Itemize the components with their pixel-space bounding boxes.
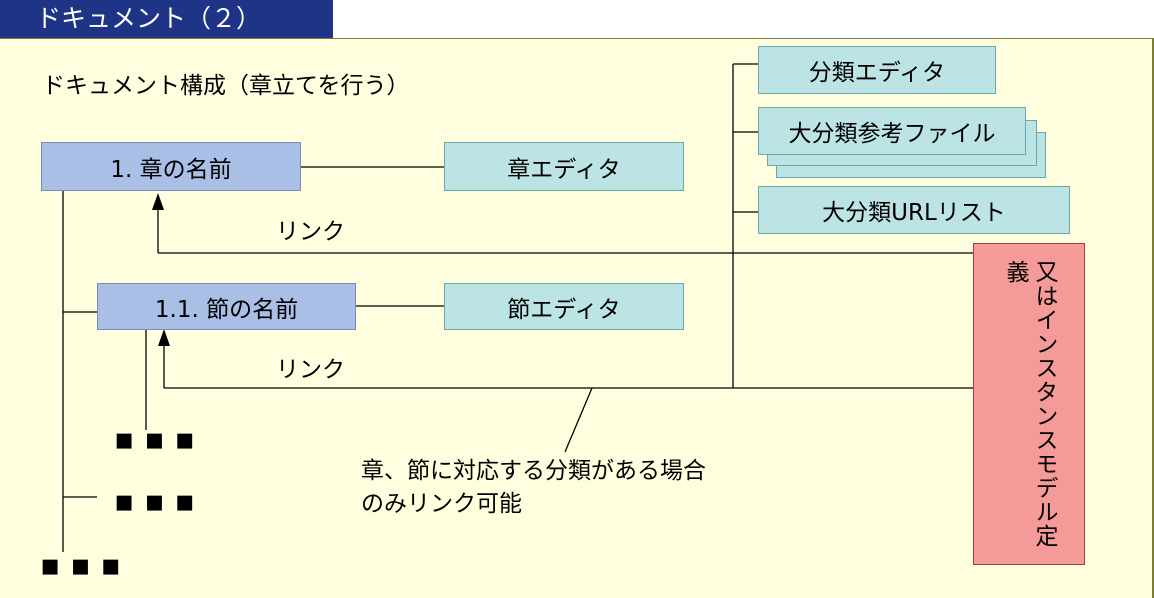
chapter-box: 1. 章の名前 <box>41 142 301 191</box>
instance-model-label: 又はインスタンスモデル定義 <box>1002 260 1057 548</box>
instance-model-box: 又はインスタンスモデル定義 <box>973 243 1085 565</box>
reference-file-label: 大分類参考ファイル <box>788 121 996 147</box>
ellipsis-bottom: ▪▪▪ <box>40 548 131 583</box>
note-line-1: 章、節に対応する分類がある場合 <box>361 458 706 484</box>
link-label-section: リンク <box>276 357 345 383</box>
category-editor-box: 分類エディタ <box>758 46 996 94</box>
chapter-editor-box: 章エディタ <box>444 142 684 191</box>
section-box: 1.1. 節の名前 <box>97 283 356 330</box>
chapter-box-label: 1. 章の名前 <box>110 156 232 183</box>
ellipsis-chapter: ▪▪▪ <box>114 484 205 519</box>
section-editor-label: 節エディタ <box>507 296 621 323</box>
note-line-2: のみリンク可能 <box>361 491 522 517</box>
ellipsis-section: ▪▪▪ <box>114 422 205 457</box>
subtitle: ドキュメント構成（章立てを行う） <box>42 73 410 99</box>
url-list-label: 大分類URLリスト <box>822 200 1006 226</box>
category-editor-label: 分類エディタ <box>808 60 946 86</box>
url-list-box: 大分類URLリスト <box>758 186 1070 234</box>
title-tab: ドキュメント（２） <box>0 0 333 38</box>
reference-file-box: 大分類参考ファイル <box>758 107 1026 155</box>
section-editor-box: 節エディタ <box>444 283 684 330</box>
section-box-label: 1.1. 節の名前 <box>154 296 299 323</box>
chapter-editor-label: 章エディタ <box>507 156 621 183</box>
title-text: ドキュメント（２） <box>36 4 262 33</box>
link-label-chapter: リンク <box>276 219 345 245</box>
